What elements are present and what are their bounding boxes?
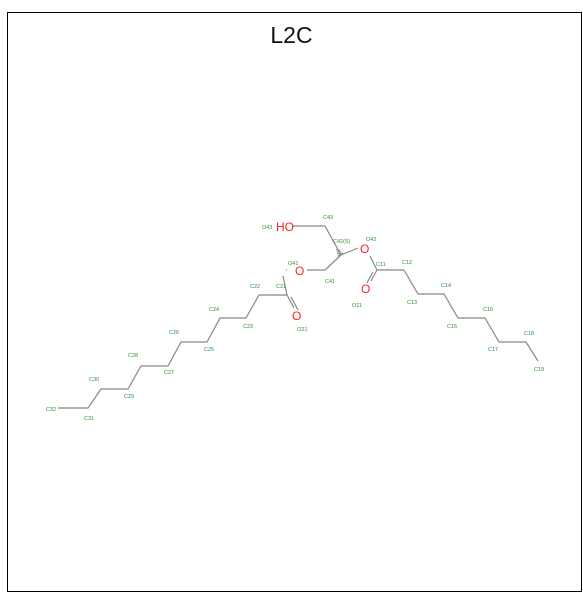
label-c15: C15 <box>447 324 457 330</box>
label-c23: C23 <box>243 324 253 330</box>
label-c24: C24 <box>209 307 219 313</box>
label-c14: C14 <box>441 283 451 289</box>
atom-o21: O <box>292 309 301 323</box>
bond-c43-c42 <box>324 225 342 256</box>
label-c16: C16 <box>483 307 493 313</box>
label-c29: C29 <box>124 394 134 400</box>
bond-c42-o42 <box>340 247 359 256</box>
bond-c11-o11-a <box>370 269 378 282</box>
atom-o41: O <box>295 264 304 278</box>
atom-o11: O <box>361 282 370 296</box>
label-c28: C28 <box>128 353 138 359</box>
label-c13: C13 <box>407 300 417 306</box>
bond-c42-c41 <box>324 254 342 271</box>
label-o21: O21 <box>297 327 307 333</box>
label-c25: C25 <box>204 347 214 353</box>
bond-c21-o21-a <box>286 294 295 309</box>
label-c27: C27 <box>164 370 174 376</box>
chain-c21-c32 <box>58 294 287 409</box>
label-c11: C11 <box>376 262 386 268</box>
chain-c12-c19 <box>403 269 539 362</box>
label-c19: C19 <box>534 367 544 373</box>
bond-o41-c21 <box>282 275 288 296</box>
molecule-title: L2C <box>270 22 313 48</box>
bond-c11-o11-b <box>366 271 374 284</box>
bond-o42-c11 <box>369 255 378 271</box>
label-c31: C31 <box>84 416 94 422</box>
diagram-frame <box>7 12 582 592</box>
atom-hydroxyl-o43: HO <box>276 220 294 234</box>
atom-o42: O <box>360 242 369 256</box>
label-c12: C12 <box>402 260 412 266</box>
label-o42: O42 <box>366 237 376 243</box>
label-o11: O11 <box>352 303 362 309</box>
label-c18: C18 <box>524 331 534 337</box>
label-c43: C43 <box>323 215 333 221</box>
label-c30: C30 <box>89 377 99 383</box>
label-c41: C41 <box>325 279 335 285</box>
label-c42: C42(S) <box>333 239 351 245</box>
label-o41: O41 <box>288 261 298 267</box>
stereo-hash-c42 <box>335 248 344 257</box>
label-c32: C32 <box>46 407 56 413</box>
label-c17: C17 <box>488 347 498 353</box>
label-o43: O43 <box>262 225 272 231</box>
label-c21: C21 <box>276 284 286 290</box>
label-c22: C22 <box>250 284 260 290</box>
bond-c21-o21-b <box>290 296 299 311</box>
label-c26: C26 <box>169 330 179 336</box>
